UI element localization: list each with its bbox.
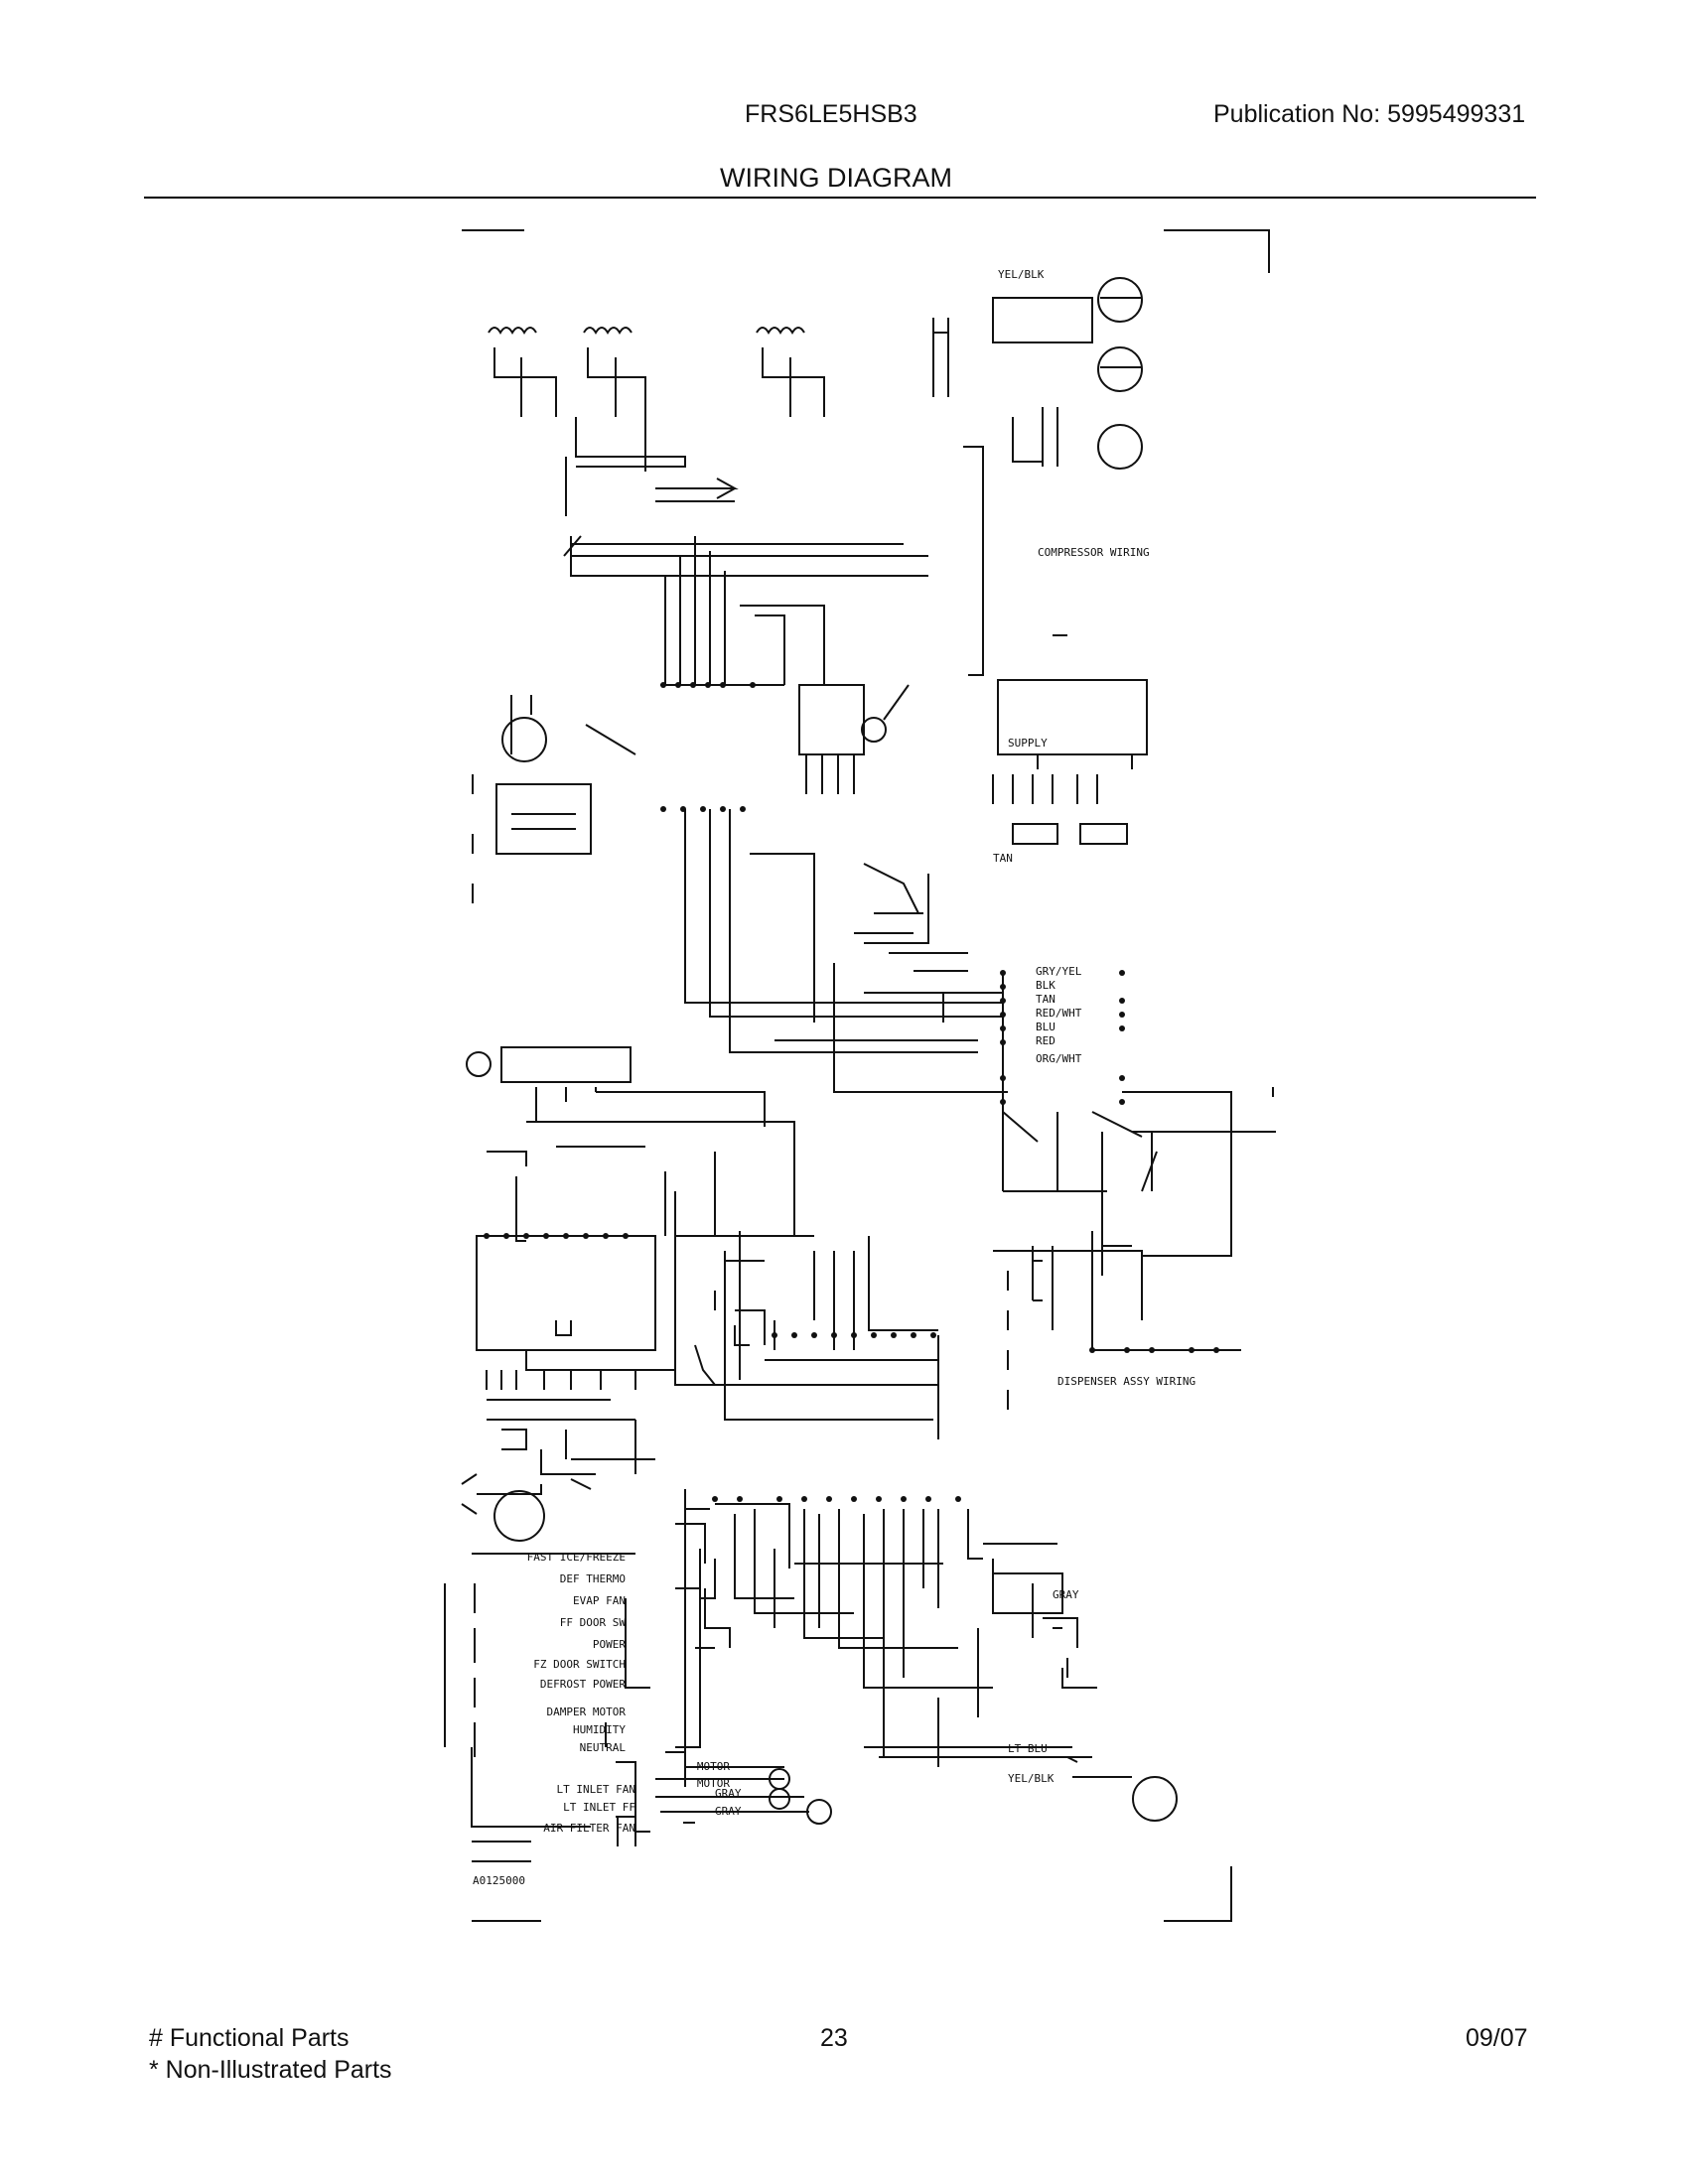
terminal-dots <box>484 682 1219 1502</box>
revision-date: 09/07 <box>1466 2024 1528 2052</box>
label-motor-2: MOTOR <box>697 1777 730 1790</box>
label-gry-yel: GRY/YEL <box>1036 965 1082 978</box>
label-org-wht: ORG/WHT <box>1036 1052 1082 1065</box>
label-ff-door-sw: FF DOOR SW <box>560 1616 627 1629</box>
label-compressor-wiring: COMPRESSOR WIRING <box>1038 546 1150 559</box>
wire-labels: COMPRESSOR WIRING SUPPLY TAN GRY/YEL BLK… <box>473 268 1196 1887</box>
header-rule <box>144 197 1536 199</box>
publication-number: Publication No: 5995499331 <box>1213 100 1526 128</box>
label-gray-3: GRAY <box>715 1805 742 1818</box>
page-number: 23 <box>820 2024 848 2052</box>
page-title: WIRING DIAGRAM <box>720 163 952 193</box>
legend-non-illustrated-parts: * Non-Illustrated Parts <box>149 2056 392 2084</box>
label-yel-blk: YEL/BLK <box>1008 1772 1055 1785</box>
label-lt-inlet-ff: LT INLET FF <box>563 1801 635 1814</box>
label-supply: SUPPLY <box>1008 737 1048 750</box>
label-defrost-power: DEFROST POWER <box>540 1678 626 1691</box>
control-board-labels: FAST ICE/FREEZE DEF THERMO EVAP FAN FF D… <box>527 1551 731 1835</box>
label-dispenser-assy: DISPENSER ASSY WIRING <box>1057 1375 1196 1388</box>
label-blu: BLU <box>1036 1021 1055 1033</box>
label-def-thermo: DEF THERMO <box>560 1572 626 1585</box>
label-lt-inlet-fan: LT INLET FAN <box>557 1783 635 1796</box>
label-red: RED <box>1036 1034 1055 1047</box>
label-fast-ice: FAST ICE/FREEZE <box>527 1551 626 1564</box>
label-humidity: HUMIDITY <box>573 1723 626 1736</box>
label-evap-fan: EVAP FAN <box>573 1594 626 1607</box>
label-gray-2: GRAY <box>715 1787 742 1800</box>
label-lt-blu: LT BLU <box>1008 1742 1048 1755</box>
label-gray: GRAY <box>1053 1588 1079 1601</box>
label-tan-cd: TAN <box>1036 993 1055 1006</box>
label-red-wht: RED/WHT <box>1036 1007 1082 1020</box>
label-damper-motor: DAMPER MOTOR <box>547 1706 627 1718</box>
label-neutral: NEUTRAL <box>580 1741 627 1754</box>
label-yel-blk-top: YEL/BLK <box>998 268 1045 281</box>
label-code: A0125000 <box>473 1874 525 1887</box>
label-blk: BLK <box>1036 979 1055 992</box>
legend-functional-parts: # Functional Parts <box>149 2024 350 2052</box>
model-number: FRS6LE5HSB3 <box>745 100 917 128</box>
label-motor: MOTOR <box>697 1760 730 1773</box>
label-air-filter-fan: AIR FILTER FAN <box>543 1822 635 1835</box>
label-power: POWER <box>593 1638 626 1651</box>
label-tan: TAN <box>993 852 1013 865</box>
label-fz-door-switch: FZ DOOR SWITCH <box>533 1658 626 1671</box>
